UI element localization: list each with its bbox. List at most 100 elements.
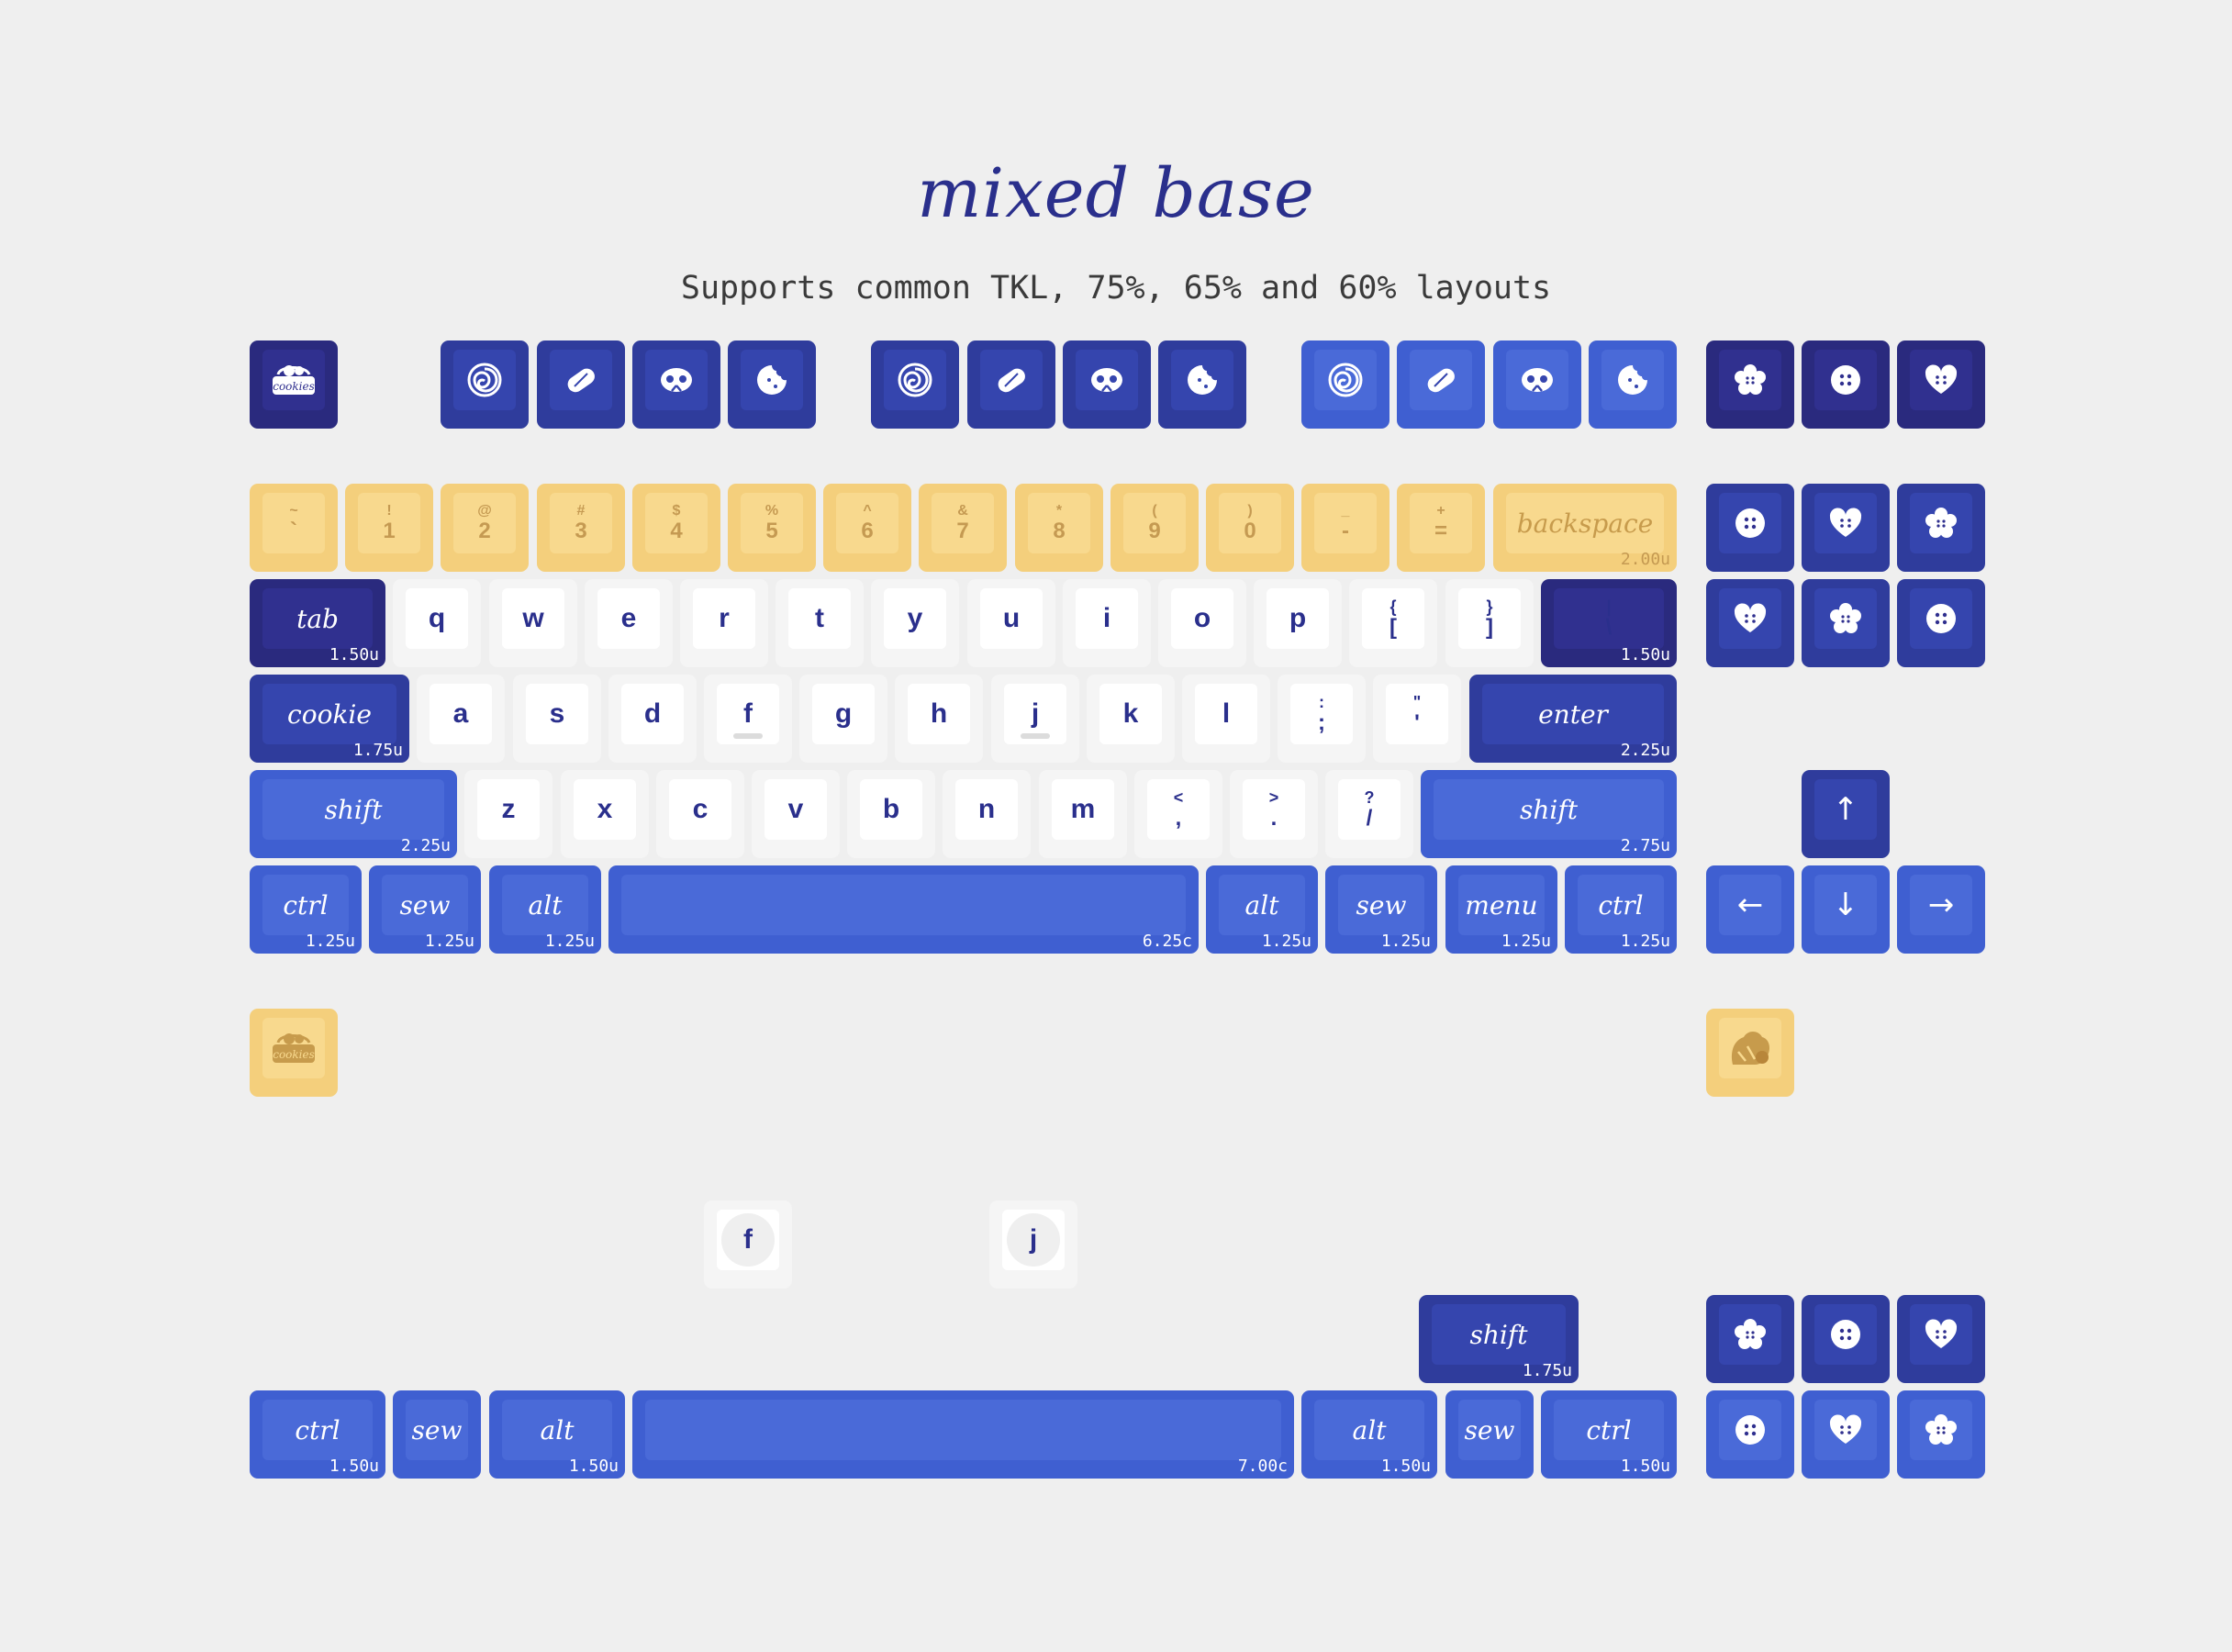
nav-key[interactable] [1897,484,1985,572]
number-key[interactable]: ~` [250,484,338,572]
backslash-key[interactable]: |\1.50u [1541,579,1677,667]
letter-key-l[interactable]: l [1182,675,1270,763]
spacebar-key[interactable]: 6.25c [608,865,1199,954]
alt-nav-key[interactable] [1706,1295,1794,1383]
arrow-up-key[interactable]: ↑ [1802,770,1890,858]
alt-nav-key[interactable] [1897,1295,1985,1383]
punct-key[interactable]: >. [1230,770,1318,858]
f-key-1[interactable] [441,340,529,429]
letter-key-o[interactable]: o [1158,579,1246,667]
number-key[interactable]: !1 [345,484,433,572]
number-key[interactable]: %5 [728,484,816,572]
f-key-12[interactable] [1589,340,1677,429]
letter-key-t[interactable]: t [776,579,864,667]
nav-top-key-2[interactable] [1802,340,1890,429]
number-key[interactable]: @2 [441,484,529,572]
letter-key-m[interactable]: m [1039,770,1127,858]
f-key-4[interactable] [728,340,816,429]
arrow-right-key[interactable]: → [1897,865,1985,954]
f-key-9[interactable] [1301,340,1389,429]
letter-key-b[interactable]: b [847,770,935,858]
arrow-down-key[interactable]: ↓ [1802,865,1890,954]
nav-key[interactable] [1897,579,1985,667]
letter-key-p[interactable]: p [1254,579,1342,667]
letter-key-a[interactable]: a [417,675,505,763]
number-key[interactable]: += [1397,484,1485,572]
f-key-7[interactable] [1063,340,1151,429]
alt-left-sew-key[interactable]: sew [393,1390,481,1479]
f-key-8[interactable] [1158,340,1246,429]
nav-key[interactable] [1706,484,1794,572]
letter-key-x[interactable]: x [561,770,649,858]
nav-top-key-3[interactable] [1897,340,1985,429]
number-key[interactable]: (9 [1110,484,1199,572]
punct-key[interactable]: "' [1373,675,1461,763]
letter-key-e[interactable]: e [585,579,673,667]
nav-top-key-1[interactable] [1706,340,1794,429]
nav-key[interactable] [1802,579,1890,667]
arrow-left-key[interactable]: ← [1706,865,1794,954]
number-key[interactable]: _- [1301,484,1389,572]
letter-key-c[interactable]: c [656,770,744,858]
homing-key-f[interactable]: f [704,1200,792,1289]
homing-key-j[interactable]: j [989,1200,1077,1289]
letter-key-h[interactable]: h [895,675,983,763]
alt-nav-key[interactable] [1897,1390,1985,1479]
letter-key-r[interactable]: r [680,579,768,667]
number-key[interactable]: #3 [537,484,625,572]
f-key-5[interactable] [871,340,959,429]
number-key[interactable]: )0 [1206,484,1294,572]
f-key-11[interactable] [1493,340,1581,429]
f-key-3[interactable] [632,340,720,429]
novelty-mitten-key[interactable] [1706,1009,1794,1097]
alt-right-sew-key[interactable]: sew [1445,1390,1534,1479]
nav-key[interactable] [1706,579,1794,667]
punct-key[interactable]: ?/ [1325,770,1413,858]
alt-spacebar-key[interactable]: 7.00c [632,1390,1294,1479]
f-key-2[interactable] [537,340,625,429]
letter-key-y[interactable]: y [871,579,959,667]
letter-key-v[interactable]: v [752,770,840,858]
letter-key-u[interactable]: u [967,579,1055,667]
letter-key-z[interactable]: z [464,770,552,858]
punct-key[interactable]: :; [1278,675,1366,763]
esc-key[interactable]: cookies [250,340,338,429]
letter-key-q[interactable]: q [393,579,481,667]
f-key-6[interactable] [967,340,1055,429]
punct-key[interactable]: <, [1134,770,1222,858]
letter-key-f[interactable]: f [704,675,792,763]
letter-key-j[interactable]: j [991,675,1079,763]
letter-key-d[interactable]: d [608,675,697,763]
letter-key-n[interactable]: n [943,770,1031,858]
letter-key-k[interactable]: k [1087,675,1175,763]
letter-key-w[interactable]: w [489,579,577,667]
alt-nav-key[interactable] [1706,1390,1794,1479]
f-key-10[interactable] [1397,340,1485,429]
number-key[interactable]: ^6 [823,484,911,572]
alt-nav-key[interactable] [1802,1295,1890,1383]
bracket-key[interactable]: {[ [1349,579,1437,667]
number-key[interactable]: &7 [919,484,1007,572]
number-key[interactable]: *8 [1015,484,1103,572]
letter-key-s[interactable]: s [513,675,601,763]
nav-key[interactable] [1802,484,1890,572]
number-key[interactable]: $4 [632,484,720,572]
novelty-cookie-jar-key[interactable]: cookies [250,1009,338,1097]
letter-key-g[interactable]: g [799,675,887,763]
